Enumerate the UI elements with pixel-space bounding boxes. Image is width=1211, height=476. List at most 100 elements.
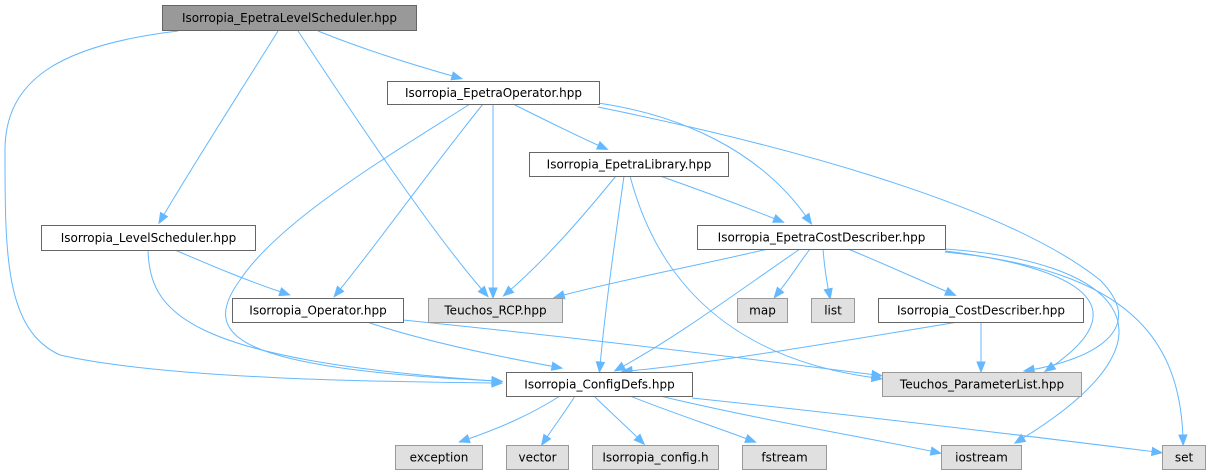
node-fstream: fstream <box>742 445 827 470</box>
edge-line <box>366 321 557 368</box>
arrowhead-icon <box>613 361 627 372</box>
edge-line <box>402 319 877 376</box>
edge-line <box>659 175 779 221</box>
node-level-scheduler[interactable]: Isorropia_LevelScheduler.hpp <box>41 225 256 251</box>
node-epetra-operator[interactable]: Isorropia_EpetraOperator.hpp <box>387 81 600 105</box>
node-box <box>506 445 569 470</box>
edge-root-to-teuchos-rcp <box>297 30 489 298</box>
node-box <box>811 298 855 323</box>
node-cost-describer[interactable]: Isorropia_CostDescriber.hpp <box>878 298 1084 323</box>
edges-layer <box>4 30 1188 457</box>
node-box <box>878 298 1084 323</box>
edge-epetra-library-to-parameter-list <box>629 175 884 383</box>
node-box <box>882 372 1082 397</box>
edge-line <box>847 248 951 294</box>
arrowhead-icon <box>1013 433 1027 444</box>
node-iostream: iostream <box>941 445 1022 470</box>
arrowhead-icon <box>976 361 986 374</box>
edge-epetra-cost-describer-to-cost-describer <box>847 248 957 296</box>
arrowhead-icon <box>458 434 471 444</box>
edge-line <box>507 175 617 293</box>
node-root[interactable]: Isorropia_EpetraLevelScheduler.hpp <box>162 5 417 31</box>
node-label: map <box>749 304 776 318</box>
edge-line <box>559 248 769 297</box>
edge-line <box>174 249 285 294</box>
node-list: list <box>811 298 855 323</box>
edge-epetra-operator-to-operator <box>333 103 484 298</box>
edge-config-defs-to-exception <box>458 395 561 444</box>
edge-operator-to-parameter-list <box>402 319 884 380</box>
node-box <box>41 225 256 251</box>
node-label: fstream <box>761 451 807 465</box>
edge-config-defs-to-isorropia-config <box>593 395 646 446</box>
node-map: map <box>737 298 788 323</box>
arrowhead-icon <box>158 211 169 225</box>
node-label: Isorropia_config.h <box>602 451 708 465</box>
edge-line <box>317 30 457 78</box>
edge-line <box>337 103 484 293</box>
arrowhead-icon <box>491 375 504 386</box>
edge-line <box>659 395 936 453</box>
edge-epetra-cost-describer-to-set <box>944 251 1188 447</box>
edge-line <box>777 248 811 294</box>
edge-root-to-epetra-operator <box>317 30 464 81</box>
edge-epetra-operator-to-config-defs <box>225 103 504 386</box>
edge-epetra-cost-describer-to-list <box>822 248 833 301</box>
edge-line <box>593 395 641 441</box>
arrowhead-icon <box>450 71 464 81</box>
arrowhead-icon <box>1178 434 1188 447</box>
arrowhead-icon <box>943 286 957 296</box>
node-epetra-library[interactable]: Isorropia_EpetraLibrary.hpp <box>529 152 729 177</box>
node-operator[interactable]: Isorropia_Operator.hpp <box>232 298 404 323</box>
arrowhead-icon <box>823 287 833 301</box>
node-label: Isorropia_EpetraCostDescriber.hpp <box>718 231 926 245</box>
node-label: Teuchos_ParameterList.hpp <box>899 378 1064 392</box>
node-label: Isorropia_EpetraOperator.hpp <box>405 86 582 100</box>
node-box <box>506 372 693 397</box>
edge-epetra-operator-to-epetra-cost-describer <box>597 102 813 226</box>
edge-line <box>691 397 1157 453</box>
node-epetra-cost-describer[interactable]: Isorropia_EpetraCostDescriber.hpp <box>697 225 946 250</box>
edge-epetra-cost-describer-to-config-defs <box>613 248 801 372</box>
edge-epetra-library-to-epetra-cost-describer <box>659 175 785 223</box>
node-isorropia-config: Isorropia_config.h <box>592 445 719 470</box>
node-label: exception <box>410 451 469 465</box>
arrowhead-icon <box>477 285 489 298</box>
arrowhead-icon <box>744 433 757 443</box>
node-vector: vector <box>506 445 569 470</box>
edge-level-scheduler-to-config-defs <box>147 249 504 386</box>
arrowhead-icon <box>540 433 552 447</box>
node-config-defs[interactable]: Isorropia_ConfigDefs.hpp <box>506 372 693 397</box>
edge-cost-describer-to-parameter-list <box>976 322 986 374</box>
edge-level-scheduler-to-operator <box>174 249 291 297</box>
nodes-layer: Isorropia_EpetraLevelScheduler.hppIsorro… <box>41 5 1206 470</box>
edge-line <box>597 106 1120 371</box>
arrowhead-icon <box>552 290 566 300</box>
node-box <box>1162 445 1206 470</box>
node-label: Teuchos_RCP.hpp <box>443 304 546 318</box>
edge-epetra-cost-describer-to-map <box>773 248 811 299</box>
arrowhead-icon <box>801 212 813 226</box>
arrowhead-icon <box>633 433 646 446</box>
edge-line <box>619 248 801 369</box>
edge-line <box>944 251 1184 440</box>
arrowhead-icon <box>1043 361 1057 373</box>
edge-epetra-operator-to-epetra-library <box>512 103 609 150</box>
edge-config-defs-to-fstream <box>629 395 757 443</box>
node-box <box>395 445 483 470</box>
arrowhead-icon <box>333 285 345 298</box>
edge-epetra-operator-to-teuchos-rcp <box>488 103 498 300</box>
node-label: Isorropia_ConfigDefs.hpp <box>524 378 674 392</box>
edge-operator-to-config-defs <box>366 321 564 371</box>
edge-line <box>629 395 751 441</box>
node-exception: exception <box>395 445 483 470</box>
arrowhead-icon <box>870 369 884 380</box>
edge-line <box>147 249 497 382</box>
node-parameter-list: Teuchos_ParameterList.hpp <box>882 372 1082 397</box>
node-box <box>592 445 719 470</box>
edge-line <box>629 175 877 379</box>
node-box <box>232 298 404 323</box>
edge-cost-describer-to-config-defs <box>620 321 959 376</box>
arrowhead-icon <box>773 286 785 299</box>
node-label: set <box>1175 451 1194 465</box>
